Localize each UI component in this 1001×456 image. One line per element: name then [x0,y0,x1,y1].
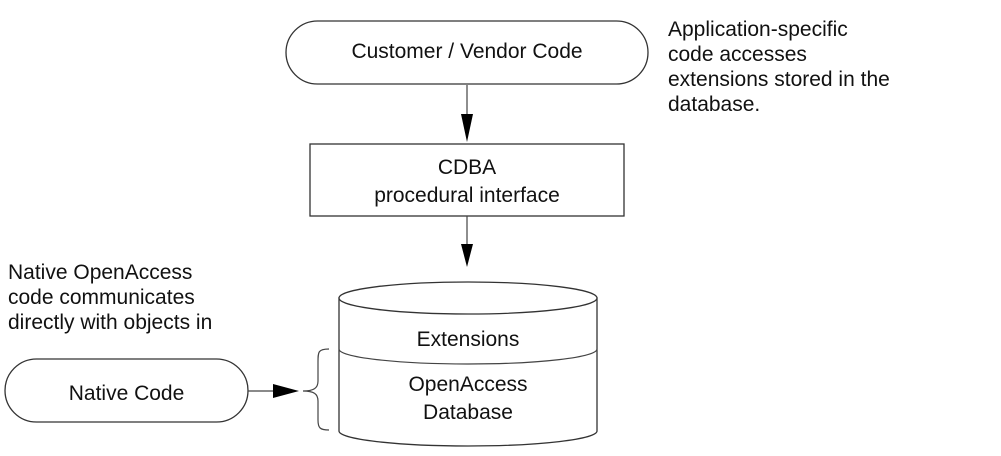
application-note-line: code accesses [668,43,807,66]
native-note-line: code communicates [8,286,195,309]
cdba-label-line2: procedural interface [374,184,560,207]
application-note: Application-specific code accesses exten… [668,17,890,117]
cdba-interface-node [309,143,625,217]
native-note: Native OpenAccess code communicates dire… [8,260,212,335]
database-brace [302,348,330,431]
native-note-line: directly with objects in [8,311,213,334]
application-note-line: Application-specific [668,18,848,41]
arrow-native-to-database-head [273,384,299,398]
customer-vendor-code-node [285,20,649,85]
extensions-label: Extensions [416,328,520,351]
database-cylinder [338,281,598,447]
native-code-label: Native Code [68,382,185,405]
arrow-customer-to-cdba-head [461,114,473,142]
openaccess-label: OpenAccess [408,373,528,396]
cdba-label-line1: CDBA [437,156,497,179]
arrow-cdba-to-database-head [461,244,473,267]
extensions-divider [338,348,598,365]
application-note-line: extensions stored in the [668,68,890,91]
application-note-line: database. [668,93,761,116]
native-note-line: Native OpenAccess [8,261,193,284]
customer-vendor-code-label: Customer / Vendor Code [351,40,583,63]
database-label: Database [423,401,513,424]
